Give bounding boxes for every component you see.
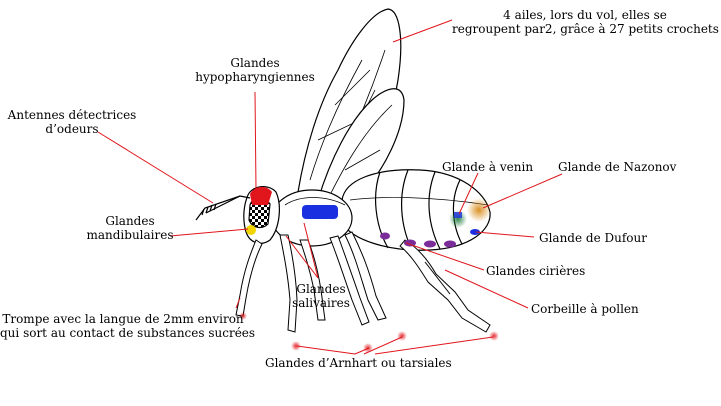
- dufour-leader: [475, 231, 535, 238]
- label-wings: 4 ailes, lors du vol, elles se regroupen…: [452, 8, 719, 36]
- tarsal-gland-marker: [291, 341, 301, 351]
- label-wax-glands: Glandes cirières: [486, 264, 586, 278]
- hind-leg: [399, 239, 491, 333]
- hypopharyngeal-leader: [254, 91, 257, 191]
- mandibular-gland-marker: [246, 225, 256, 235]
- label-venom-gland: Glande à venin: [442, 160, 534, 174]
- legs: [235, 231, 491, 333]
- wings: [297, 8, 405, 207]
- salivary-gland-marker: [302, 205, 338, 219]
- label-salivary-glands: Glandes salivaires: [292, 282, 350, 310]
- wings-leader: [392, 19, 453, 43]
- arnhart-leader-4: [354, 347, 370, 355]
- salivary-leader-2: [303, 222, 319, 279]
- label-nasonov-gland: Glande de Nazonov: [558, 160, 677, 174]
- label-hypopharyngeal-glands: Glandes hypopharyngiennes: [195, 56, 315, 84]
- wax-gland-marker: [380, 232, 390, 240]
- antenna: [195, 195, 251, 221]
- label-antennae: Antennes détectrices d’odeurs: [7, 108, 137, 136]
- arnhart-leader-1: [296, 345, 356, 355]
- label-proboscis: Trompe avec la langue de 2mm environ qui…: [0, 312, 256, 340]
- proboscis-leader: [235, 297, 241, 309]
- wax-leader: [405, 242, 485, 271]
- label-pollen-basket: Corbeille à pollen: [531, 302, 639, 316]
- leader-lines: [97, 19, 563, 355]
- venom-gland-marker: [449, 210, 467, 228]
- arnhart-leader-2: [363, 336, 403, 355]
- nasonov-leader: [482, 173, 563, 209]
- hypopharyngeal-gland-marker: [250, 186, 272, 205]
- label-mandibular-glands: Glandes mandibulaires: [86, 214, 174, 242]
- antennae-leader: [97, 131, 214, 204]
- arnhart-leader-3: [374, 336, 494, 355]
- abdomen: [341, 169, 491, 251]
- label-arnhart-glands: Glandes d’Arnhart ou tarsiales: [265, 356, 452, 370]
- salivary-leader-1: [285, 235, 319, 279]
- nasonov-gland-marker: [467, 198, 491, 222]
- venom-leader: [458, 172, 479, 215]
- pollen-leader: [444, 269, 529, 309]
- mandibular-leader: [169, 228, 249, 237]
- head: [243, 186, 280, 244]
- label-dufour-gland: Glande de Dufour: [539, 231, 647, 245]
- gland-markers: [239, 198, 499, 353]
